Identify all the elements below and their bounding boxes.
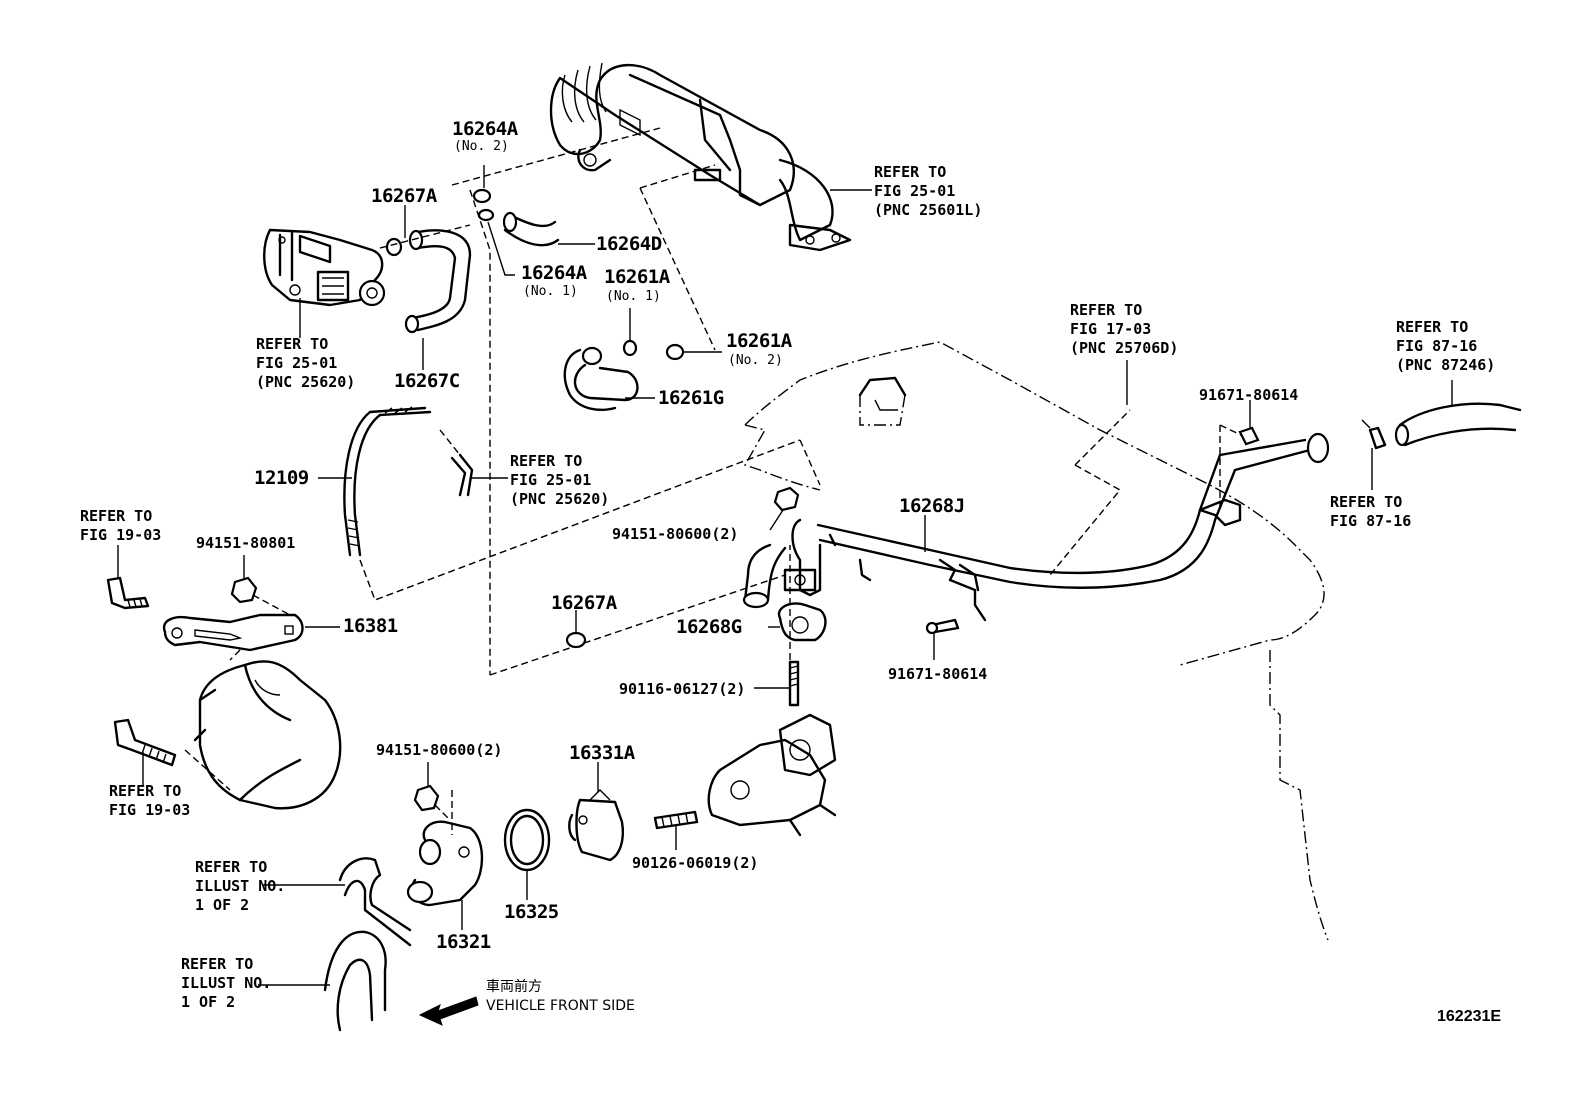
egr-cooler [549,62,852,252]
bracket-16381 [162,613,304,652]
part-94151-80801: 94151-80801 [196,534,296,552]
part-16381: 16381 [343,615,398,637]
alternator [193,660,342,810]
part-16268g: 16268G [676,616,742,638]
egr-valve [263,228,386,307]
part-16264a-no1-sub: (No. 1) [523,284,578,299]
clamp-16267a [565,631,587,649]
part-12109: 12109 [254,467,309,489]
part-16325: 16325 [504,901,559,923]
part-16261a-no2-sub: (No. 2) [728,353,783,368]
part-16268j: 16268J [899,495,965,517]
part-16264a-no1: 16264A [521,262,587,284]
part-16261a-no2: 16261A [726,330,792,352]
stud-90126 [653,810,699,830]
bolt-91671-top [1238,426,1260,446]
hose-16261g [573,363,639,402]
nut-94151-80801 [230,576,258,604]
nut-94151-80600-low [413,784,440,812]
part-91671-80614-top: 91671-80614 [1199,386,1299,404]
part-90116-06127: 90116-06127(2) [619,680,746,698]
part-16261g: 16261G [658,387,724,409]
part-16331a: 16331A [569,742,635,764]
part-16264a-no2-sub: (No. 2) [454,139,509,154]
part-16264a-no2: 16264A [452,118,518,140]
part-94151-80600-mid: 94151-80600(2) [612,525,739,543]
hose-illust-lower [323,930,387,1032]
thermostat-16331a [568,789,624,862]
part-16267a-top: 16267A [371,185,437,207]
part-91671-80614-bottom: 91671-80614 [888,665,988,683]
heater-hose [1398,402,1522,447]
part-16264d: 16264D [596,233,662,255]
water-pipe-16268j [791,432,1330,622]
part-90126-06019: 90126-06019(2) [632,854,759,872]
part-16267c: 16267C [394,370,460,392]
water-housing [707,713,837,837]
bolt-alternator [113,718,177,767]
vehicle-front-label: 車両前方 VEHICLE FRONT SIDE [486,979,635,1014]
hose-illust-upper [338,857,412,947]
elbow-hose [743,543,787,602]
front-arrow-icon [418,996,479,1026]
gasket-16268g [777,602,827,642]
nut-94151-80600 [773,486,800,512]
part-16261a-no1-sub: (No. 1) [606,289,661,304]
part-16321: 16321 [436,931,491,953]
hose-12109 [353,413,382,557]
bolt-bracket [106,576,150,610]
clamp-16264a [385,188,495,257]
part-94151-80600-low: 94151-80600(2) [376,741,503,759]
stud-90116 [788,660,800,707]
diagram-id: 162231E [1437,1008,1502,1025]
part-16267a-bottom: 16267A [551,592,617,614]
part-16261a-no1: 16261A [604,266,670,288]
hose-16267c [416,229,472,332]
water-inlet-16321 [406,820,484,907]
